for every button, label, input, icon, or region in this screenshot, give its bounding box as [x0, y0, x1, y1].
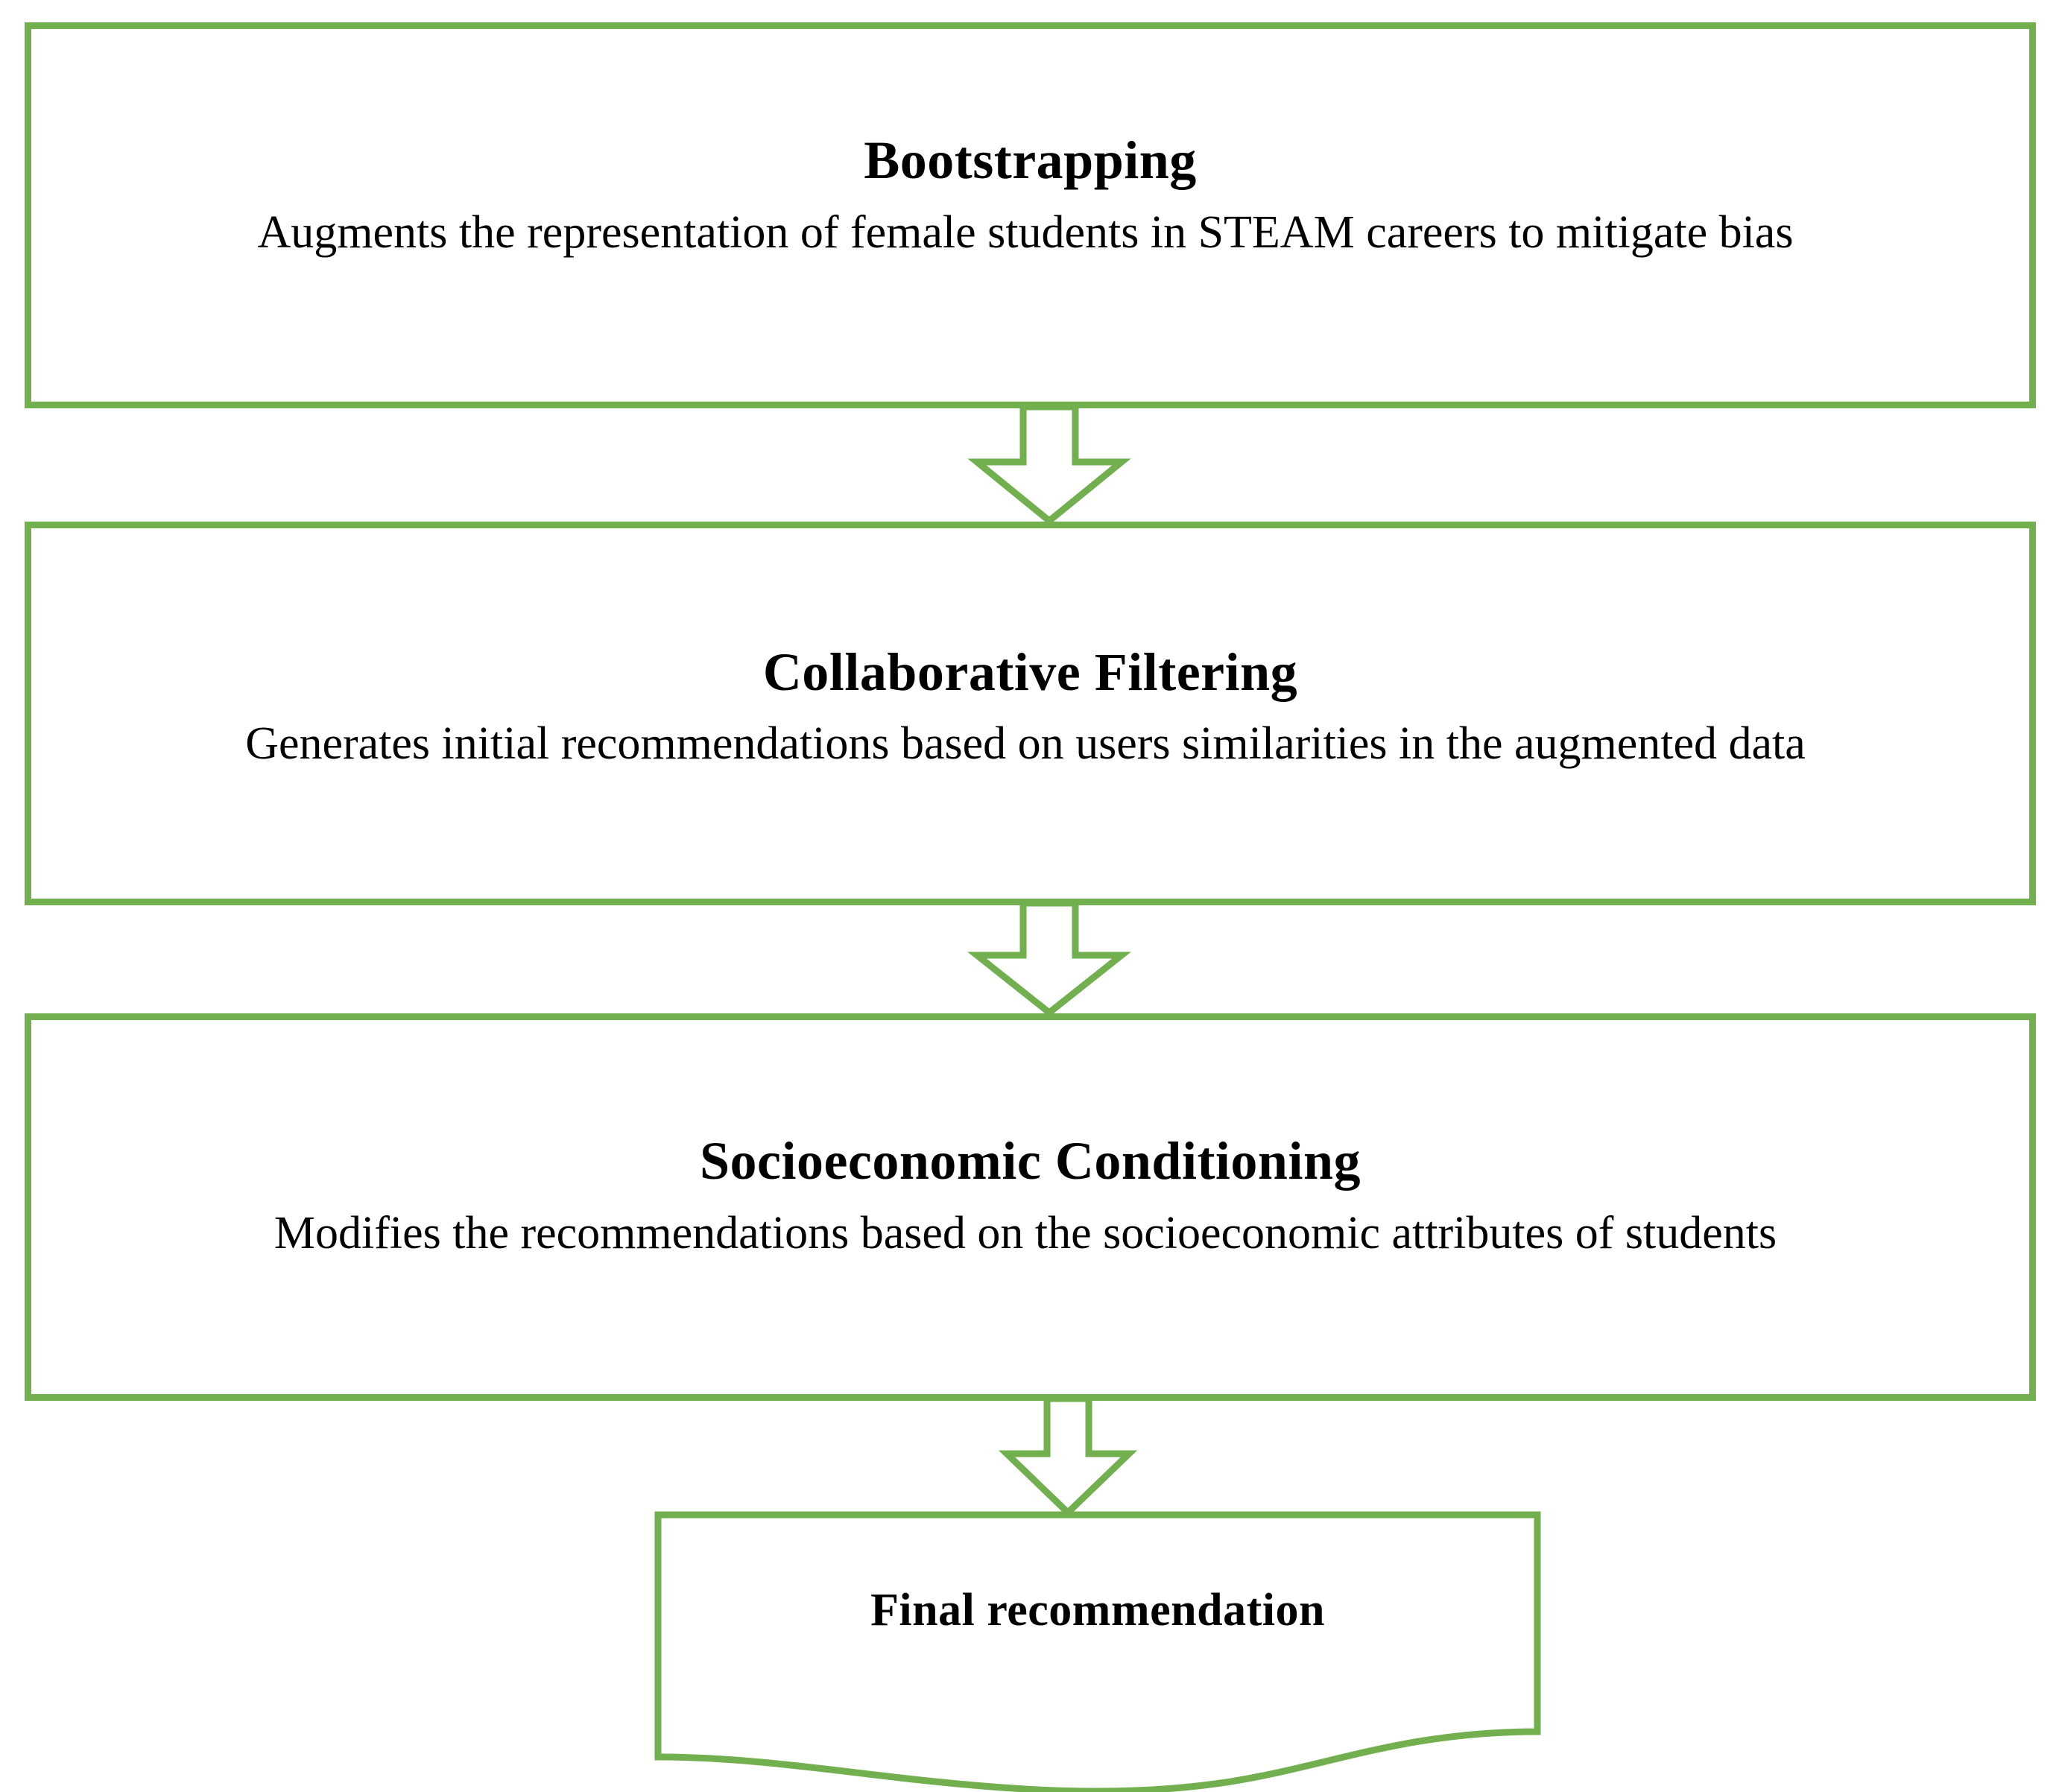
stage-box-socioeconomic-conditioning: Socioeconomic Conditioning Modifies the …: [25, 1013, 2036, 1401]
down-arrow-icon: [967, 903, 1131, 1016]
stage-box-bootstrapping: Bootstrapping Augments the representatio…: [25, 22, 2036, 408]
stage-title-socioeconomic-conditioning: Socioeconomic Conditioning: [699, 1131, 1362, 1191]
final-recommendation-shape: Final recommendation: [654, 1511, 1541, 1792]
wave-document-shape: [654, 1511, 1541, 1792]
stage-content: Bootstrapping Augments the representatio…: [31, 133, 2029, 265]
stage-box-collaborative-filtering: Collaborative Filtering Generates initia…: [25, 522, 2036, 905]
down-arrow-icon: [998, 1399, 1138, 1516]
down-arrow-icon: [967, 407, 1131, 525]
final-recommendation-label: Final recommendation: [870, 1585, 1325, 1636]
stage-content: Socioeconomic Conditioning Modifies the …: [31, 1133, 2029, 1266]
stage-content: Collaborative Filtering Generates initia…: [31, 642, 2029, 777]
stage-description-collaborative-filtering: Generates initial recommendations based …: [245, 718, 1806, 770]
stage-description-socioeconomic-conditioning: Modifies the recommendations based on th…: [273, 1207, 1777, 1258]
stage-description-bootstrapping: Augments the representation of female st…: [257, 206, 1794, 258]
stage-title-collaborative-filtering: Collaborative Filtering: [762, 642, 1298, 702]
stage-title-bootstrapping: Bootstrapping: [864, 130, 1197, 191]
